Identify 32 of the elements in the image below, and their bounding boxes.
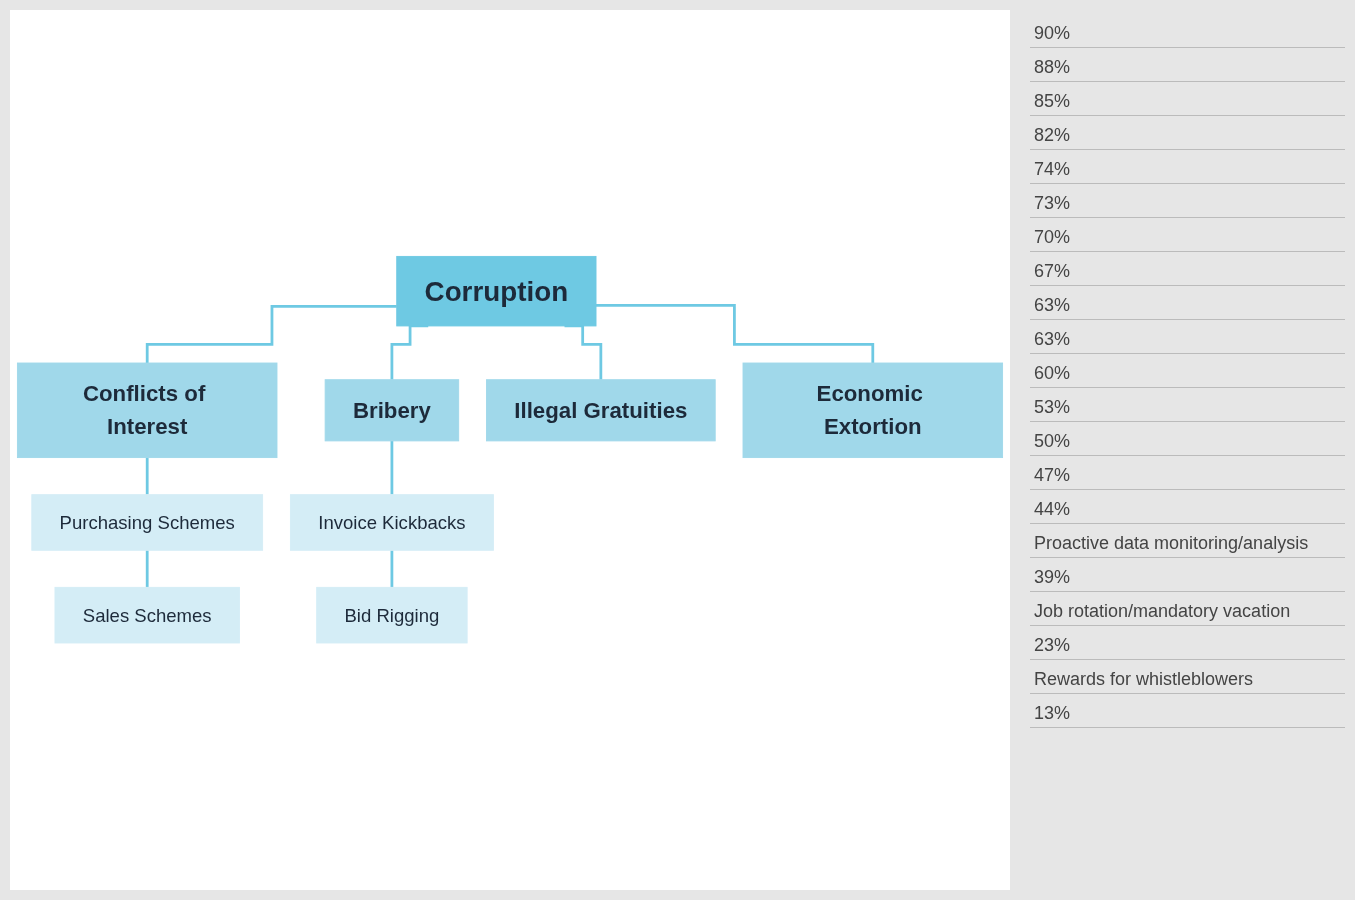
table-cell-text: 53%: [1030, 394, 1345, 422]
table-cell-text: 23%: [1030, 632, 1345, 660]
node-box: Invoice Kickbacks: [289, 494, 494, 552]
table-cell-text: 44%: [1030, 496, 1345, 524]
node-box: Sales Schemes: [54, 587, 240, 644]
connector: [596, 304, 875, 365]
node-box: Illegal Gratuities: [486, 379, 716, 442]
table-cell-text: 67%: [1030, 258, 1345, 286]
table-cell-text: 85%: [1030, 88, 1345, 116]
connector: [145, 305, 397, 365]
node-box: Purchasing Schemes: [31, 494, 264, 552]
table-cell-text: 50%: [1030, 428, 1345, 456]
node-box: Bid Rigging: [316, 587, 468, 644]
table-cell-text: 63%: [1030, 326, 1345, 354]
table-cell-text: 63%: [1030, 292, 1345, 320]
table-cell-text: 73%: [1030, 190, 1345, 218]
node-box: Conflicts of Interest: [16, 362, 278, 459]
node-box: Economic Extortion: [742, 362, 1004, 459]
table-cell-text: Rewards for whistleblowers: [1030, 666, 1345, 694]
table-cell-text: 47%: [1030, 462, 1345, 490]
table-cell-text: Job rotation/mandatory vacation: [1030, 598, 1345, 626]
table-cell-text: 60%: [1030, 360, 1345, 388]
table-cell-text: 88%: [1030, 54, 1345, 82]
node-box: Bribery: [324, 379, 460, 442]
table-cell-text: 70%: [1030, 224, 1345, 252]
table-cell-text: 39%: [1030, 564, 1345, 592]
table-cell-text: 13%: [1030, 700, 1345, 728]
table-cell-text: 82%: [1030, 122, 1345, 150]
table-cell-text: Proactive data monitoring/analysis: [1030, 530, 1345, 558]
table-cell-text: 90%: [1030, 20, 1345, 48]
node-box: Corruption: [396, 256, 597, 327]
table-cell-text: 74%: [1030, 156, 1345, 184]
